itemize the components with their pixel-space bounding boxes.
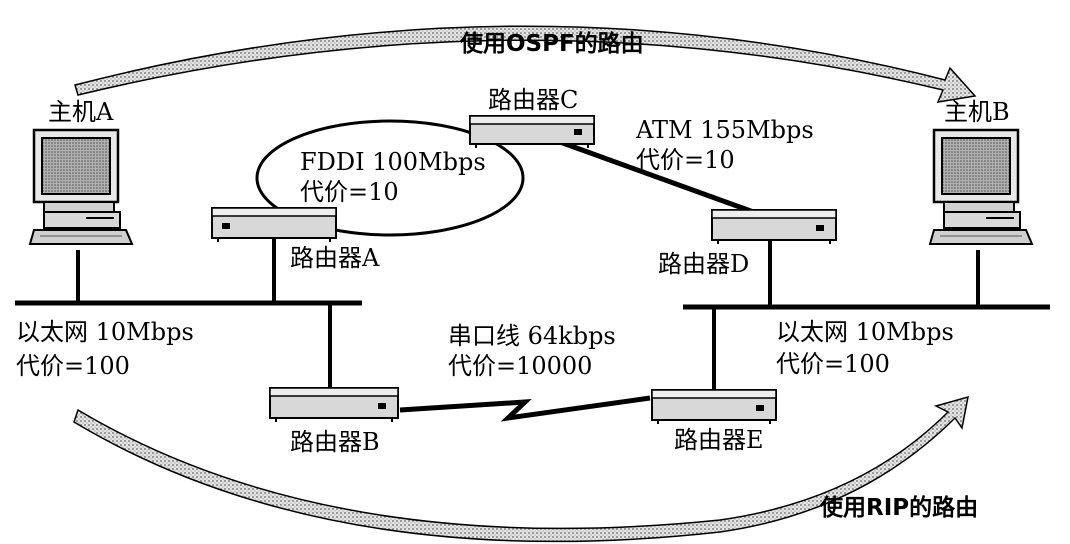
router-d xyxy=(711,209,837,244)
router-c xyxy=(469,115,595,148)
host-a-computer xyxy=(28,128,134,245)
router-e-label: 路由器E xyxy=(674,426,764,454)
serial-link-cost: 代价=10000 xyxy=(448,352,593,380)
rip-route-arrow xyxy=(73,395,969,543)
serial-link xyxy=(399,395,651,422)
host-b-label: 主机B xyxy=(944,98,1010,126)
router-a-label: 路由器A xyxy=(290,244,380,272)
fddi-link-cost: 代价=10 xyxy=(300,178,399,206)
atm-link-cost: 代价=10 xyxy=(636,146,735,174)
ospf-route-arrow xyxy=(74,25,977,103)
serial-link-name: 串口线 64kbps xyxy=(448,322,616,350)
ethernet-left-name: 以太网 10Mbps xyxy=(16,318,194,346)
atm-link xyxy=(559,139,771,221)
router-c-label: 路由器C xyxy=(488,86,579,114)
fddi-ring xyxy=(255,119,525,237)
router-b-label: 路由器B xyxy=(290,428,380,456)
host-a-label: 主机A xyxy=(48,98,114,126)
ethernet-left-cost: 代价=100 xyxy=(16,352,130,380)
router-a xyxy=(211,207,337,242)
router-d-label: 路由器D xyxy=(658,250,750,278)
rip-route-label: 使用RIP的路由 xyxy=(820,495,979,521)
router-b xyxy=(269,387,399,422)
ethernet-right-cost: 代价=100 xyxy=(776,350,890,378)
host-b-computer xyxy=(928,128,1034,245)
fddi-link-name: FDDI 100Mbps xyxy=(300,148,486,176)
atm-link-name: ATM 155Mbps xyxy=(636,116,814,144)
ethernet-right-name: 以太网 10Mbps xyxy=(776,318,954,346)
ospf-route-label: 使用OSPF的路由 xyxy=(460,31,644,57)
router-e xyxy=(651,389,777,424)
